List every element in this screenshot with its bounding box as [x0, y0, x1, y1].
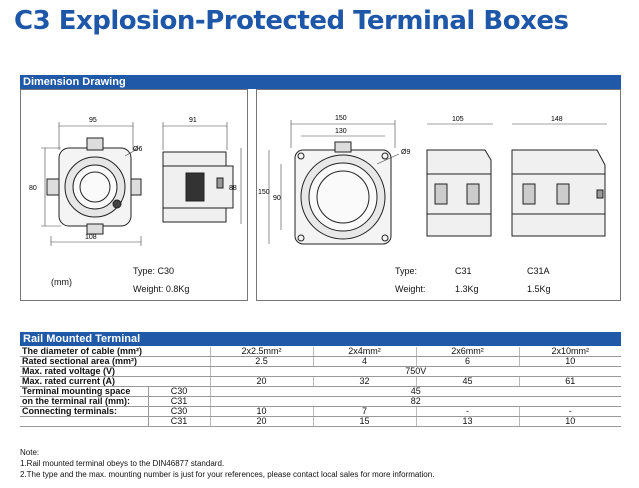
spec-table: The diameter of cable (mm²) 2x2.5mm² 2x4…: [20, 347, 621, 427]
table-cell: 45: [415, 376, 519, 387]
row-label: Rated sectional area (mm²): [20, 356, 210, 367]
notes: Note: 1.Rail mounted terminal obeys to t…: [20, 447, 434, 480]
c31-weight-label: Weight:: [395, 284, 426, 294]
note-1: 1.Rail mounted terminal obeys to the DIN…: [20, 459, 225, 468]
c31-dim-h1: 150: [258, 189, 270, 196]
table-cell: 15: [312, 416, 416, 427]
row-sublabel: C31: [147, 416, 210, 427]
note-2: 2.The type and the max. mounting number …: [20, 470, 435, 479]
table-cell: 82: [209, 396, 621, 407]
table-cell: 7: [312, 406, 416, 417]
table-cell: 10: [518, 416, 621, 427]
table-cell: 45: [209, 386, 621, 397]
c30-dim-width: 95: [89, 117, 97, 124]
table-cell: 10: [518, 356, 621, 367]
table-cell: 2x10mm²: [518, 347, 621, 357]
c30-type: Type: C30: [133, 266, 175, 276]
table-row: C31 20 15 13 10: [20, 416, 621, 427]
table-row: on the terminal rail (mm): C31 82: [20, 396, 621, 407]
c31-drawing: 150 130 150 90 Ø9 105 148: [258, 115, 607, 245]
table-cell: 6: [415, 356, 519, 367]
c30-drawing-panel: 95 91 80 88 108 Ø6 (mm) Type: C30 Weight…: [20, 89, 248, 301]
table-cell: 750V: [209, 366, 621, 377]
c30-weight: Weight: 0.8Kg: [133, 284, 190, 294]
c30-unit: (mm): [51, 277, 72, 287]
c31-dim-h2: 90: [273, 195, 281, 202]
table-row: Connecting terminals: C30 10 7 - -: [20, 406, 621, 417]
section-header-rail: Rail Mounted Terminal: [20, 332, 621, 346]
table-cell: 2x6mm²: [415, 347, 519, 357]
table-row: Max. rated voltage (V) 750V: [20, 366, 621, 377]
c31-type-label: Type:: [395, 266, 418, 276]
c30-drawing: 95 91 80 88 108 Ø6: [29, 117, 242, 246]
c31-dim-side1: 105: [452, 116, 464, 123]
table-row: Rated sectional area (mm²) 2.5 4 6 10: [20, 356, 621, 367]
c30-dim-base: 108: [85, 234, 97, 241]
table-cell: 20: [209, 416, 313, 427]
table-cell: 61: [518, 376, 621, 387]
c31-weight-a: 1.3Kg: [455, 284, 479, 294]
c31-dim-hole: Ø9: [401, 149, 410, 156]
row-label: Terminal mounting space: [20, 386, 148, 397]
c30-dim-height: 80: [29, 185, 37, 192]
row-label: Connecting terminals:: [20, 406, 148, 417]
table-cell: 20: [209, 376, 313, 387]
c30-dim-hole: Ø6: [133, 146, 142, 153]
table-row: Terminal mounting space C30 45: [20, 386, 621, 397]
notes-heading: Note:: [20, 448, 40, 457]
row-label: Max. rated voltage (V): [20, 366, 210, 377]
table-cell: -: [518, 406, 621, 417]
table-cell: 4: [312, 356, 416, 367]
section-header-dimension: Dimension Drawing: [20, 75, 621, 89]
c30-dim-side-width: 91: [189, 117, 197, 124]
table-cell: 10: [209, 406, 313, 417]
c31-dim-inner: 130: [335, 128, 347, 135]
c31-type-b: C31A: [527, 266, 550, 276]
row-sublabel: C31: [147, 396, 210, 407]
table-row: The diameter of cable (mm²) 2x2.5mm² 2x4…: [20, 347, 621, 357]
c31-weight-b: 1.5Kg: [527, 284, 551, 294]
row-sublabel: C30: [147, 386, 210, 397]
c31-dim-side2: 148: [551, 116, 563, 123]
table-cell: 2.5: [209, 356, 313, 367]
row-label: on the terminal rail (mm):: [20, 396, 148, 407]
table-cell: -: [415, 406, 519, 417]
page-title: C3 Explosion-Protected Terminal Boxes: [14, 6, 569, 36]
table-row: Max. rated current (A) 20 32 45 61: [20, 376, 621, 387]
table-cell: 2x4mm²: [312, 347, 416, 357]
c31-type-a: C31: [455, 266, 472, 276]
row-label: Max. rated current (A): [20, 376, 210, 387]
c31-drawing-panel: 150 130 150 90 Ø9 105 148 Type: Weight: …: [256, 89, 621, 301]
table-cell: 13: [415, 416, 519, 427]
c31-dim-outer: 150: [335, 115, 347, 122]
table-cell: 32: [312, 376, 416, 387]
row-label: [20, 416, 148, 427]
row-sublabel: C30: [147, 406, 210, 417]
table-cell: 2x2.5mm²: [209, 347, 313, 357]
c30-dim-side-height: 88: [229, 185, 237, 192]
row-label: The diameter of cable (mm²): [20, 347, 210, 357]
